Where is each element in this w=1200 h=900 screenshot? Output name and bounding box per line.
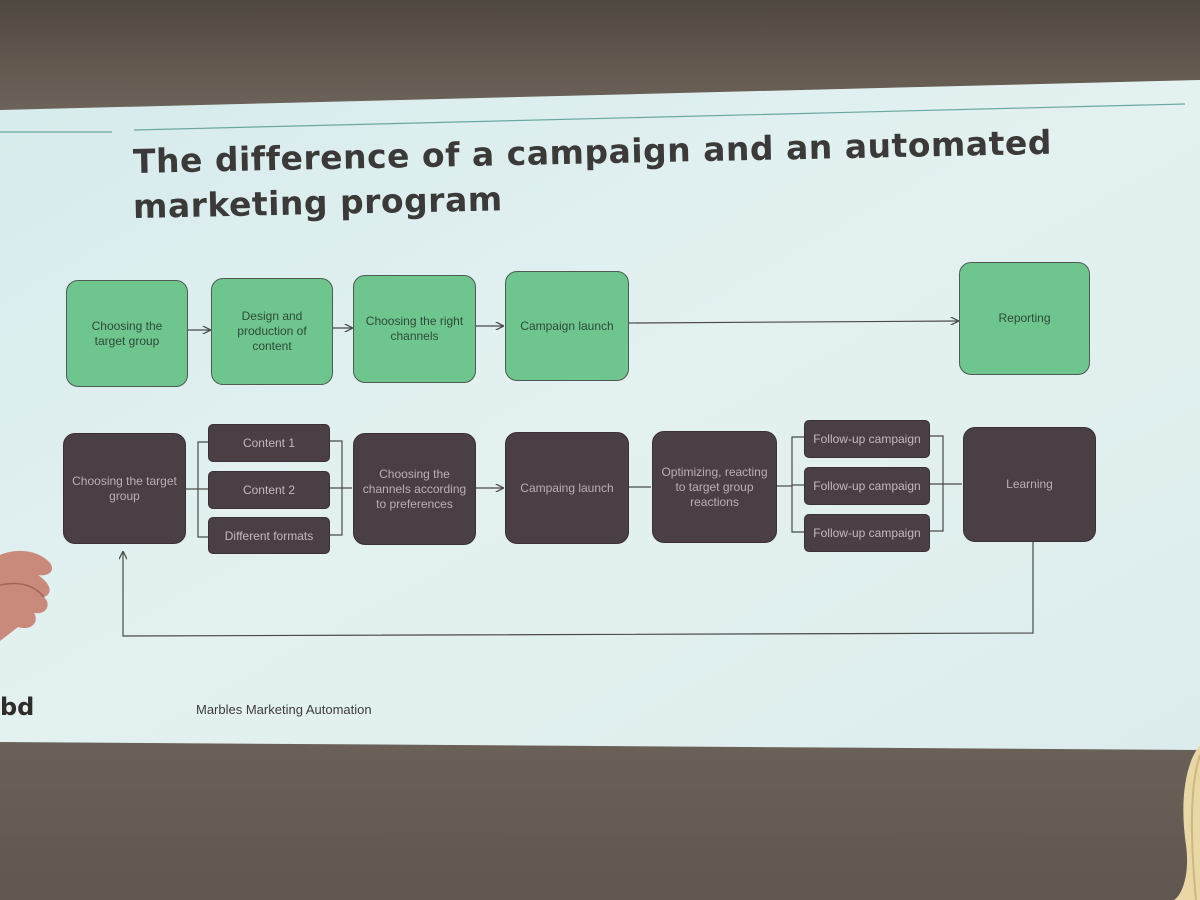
slide-title-line-2: marketing program bbox=[132, 179, 504, 226]
campaign-arrow-4 bbox=[628, 321, 958, 323]
footer-text: Marbles Marketing Automation bbox=[196, 702, 372, 717]
campaign-step-right-channels: Choosing the right channels bbox=[353, 275, 476, 383]
room-background-bottom bbox=[0, 740, 1200, 900]
program-step-optimize: Optimizing, reacting to target group rea… bbox=[652, 431, 777, 543]
campaign-step-launch: Campaign launch bbox=[505, 271, 629, 381]
campaign-step-reporting: Reporting bbox=[959, 262, 1090, 375]
program-step-learning: Learning bbox=[963, 427, 1096, 542]
top-rule-right bbox=[133, 103, 1186, 131]
program-content-item-3: Different formats bbox=[208, 517, 330, 554]
campaign-step-target-group: Choosing the target group bbox=[66, 280, 188, 387]
program-followup-3: Follow-up campaign bbox=[804, 514, 930, 552]
feedback-loop-arrow bbox=[123, 542, 1034, 637]
footer-logo: bd bbox=[0, 693, 35, 721]
program-followup-2: Follow-up campaign bbox=[804, 467, 930, 505]
program-content-item-2: Content 2 bbox=[208, 471, 330, 509]
program-step-channels: Choosing the channels according to prefe… bbox=[353, 433, 476, 545]
presenter-hand bbox=[0, 550, 53, 641]
slide-background bbox=[0, 80, 1200, 750]
program-step-launch: Campaing launch bbox=[505, 432, 629, 544]
program-followup-1: Follow-up campaign bbox=[804, 420, 930, 458]
audience-hair bbox=[1174, 745, 1200, 900]
program-step-target-group: Choosing the target group bbox=[63, 433, 186, 544]
program-content-item-1: Content 1 bbox=[208, 424, 330, 462]
campaign-step-content-production: Design and production of content bbox=[211, 278, 333, 385]
